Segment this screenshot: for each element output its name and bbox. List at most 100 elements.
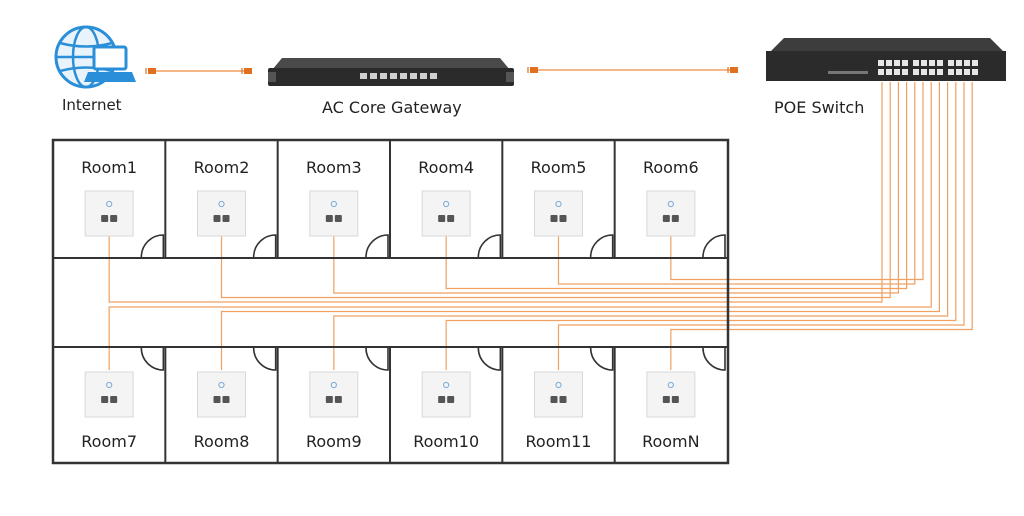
room-panel	[309, 371, 359, 418]
rj45-connector-icon	[244, 68, 252, 74]
door-swing-icon	[477, 347, 502, 371]
switch-port	[902, 60, 908, 66]
panel-port	[447, 396, 455, 403]
rj45-connector-icon	[730, 67, 738, 73]
globe-laptop-icon	[54, 25, 136, 89]
room-door	[589, 347, 614, 371]
panel-port	[325, 396, 333, 403]
room-panel	[646, 190, 696, 237]
panel-port	[559, 396, 567, 403]
panel-led	[330, 200, 337, 208]
room-label: Room11	[526, 432, 592, 451]
switch-port	[929, 69, 935, 75]
gateway-port	[400, 73, 407, 79]
internet-label: Internet	[62, 96, 122, 114]
ethernet-cable	[670, 82, 973, 370]
panel-led	[106, 381, 113, 389]
laptop-base	[84, 72, 136, 82]
panel-port	[213, 396, 221, 403]
switch-port	[937, 60, 943, 66]
panel-led	[555, 200, 562, 208]
gateway-port	[420, 73, 427, 79]
room-label: Room4	[418, 158, 474, 177]
switch-port	[964, 69, 970, 75]
wall-ap-panel-icon	[646, 371, 696, 418]
ethernet-cable	[333, 82, 899, 294]
poe-switch-icon	[766, 38, 1006, 81]
panel-port	[559, 215, 567, 222]
switch-port	[956, 69, 962, 75]
switch-port	[878, 60, 884, 66]
switch-led-strip	[828, 71, 868, 74]
globe-latitude	[59, 41, 113, 48]
panel-port	[213, 215, 221, 222]
uplink-connector	[241, 68, 252, 74]
panel-port	[334, 396, 342, 403]
panel-port	[662, 215, 670, 222]
door-swing-icon	[252, 234, 277, 258]
door-swing-icon	[252, 347, 277, 371]
room-panel	[84, 190, 134, 237]
wall-ap-panel-icon	[646, 190, 696, 237]
gateway-port	[370, 73, 377, 79]
room-label: Room9	[306, 432, 362, 451]
panel-led	[106, 200, 113, 208]
panel-port	[101, 396, 109, 403]
gateway-label: AC Core Gateway	[322, 98, 462, 117]
gateway-port	[380, 73, 387, 79]
room-label: Room2	[194, 158, 250, 177]
switch-port	[921, 69, 927, 75]
door-swing-icon	[477, 234, 502, 258]
room-panel	[421, 190, 471, 237]
panel-port	[222, 396, 230, 403]
rj45-connector-icon	[148, 68, 156, 74]
wall-ap-panel-icon	[421, 371, 471, 418]
uplink-connector	[145, 68, 156, 74]
switch-port	[886, 60, 892, 66]
door-swing-icon	[140, 234, 165, 258]
room-door	[477, 234, 502, 258]
panel-port	[222, 215, 230, 222]
panel-port	[550, 396, 558, 403]
room-label: Room1	[81, 158, 137, 177]
switch-port	[948, 60, 954, 66]
rack-gateway-icon	[268, 58, 514, 86]
room-door	[477, 347, 502, 371]
panel-port	[110, 215, 118, 222]
room-panel	[534, 371, 583, 418]
gateway-top	[272, 58, 510, 70]
door-swing-icon	[365, 234, 389, 258]
rj45-connector-icon	[530, 67, 538, 73]
door-swing-icon	[140, 347, 165, 371]
switch-port	[929, 60, 935, 66]
room-door	[589, 234, 614, 258]
door-swing-icon	[702, 234, 726, 258]
panel-port	[110, 396, 118, 403]
panel-port	[438, 215, 446, 222]
door-swing-icon	[702, 347, 726, 371]
room-label: Room8	[194, 432, 250, 451]
panel-led	[443, 381, 450, 389]
panel-led	[667, 381, 674, 389]
switch-port	[902, 69, 908, 75]
wall-ap-panel-icon	[534, 371, 583, 418]
ethernet-cable	[445, 82, 957, 370]
switch-port	[948, 69, 954, 75]
ethernet-cable	[445, 82, 908, 290]
ethernet-cable	[220, 82, 940, 370]
uplink-connector	[727, 67, 738, 73]
ethernet-cable	[557, 82, 965, 370]
wall-ap-panel-icon	[309, 190, 359, 237]
room-door	[140, 347, 165, 371]
room-panel	[84, 371, 134, 418]
wall-ap-panel-icon	[197, 371, 246, 418]
rack-ear	[506, 72, 514, 82]
panel-port	[662, 396, 670, 403]
room-panel	[309, 190, 359, 237]
gateway-port	[410, 73, 417, 79]
ethernet-cable	[333, 82, 949, 370]
room-door	[365, 234, 389, 258]
panel-port	[438, 396, 446, 403]
